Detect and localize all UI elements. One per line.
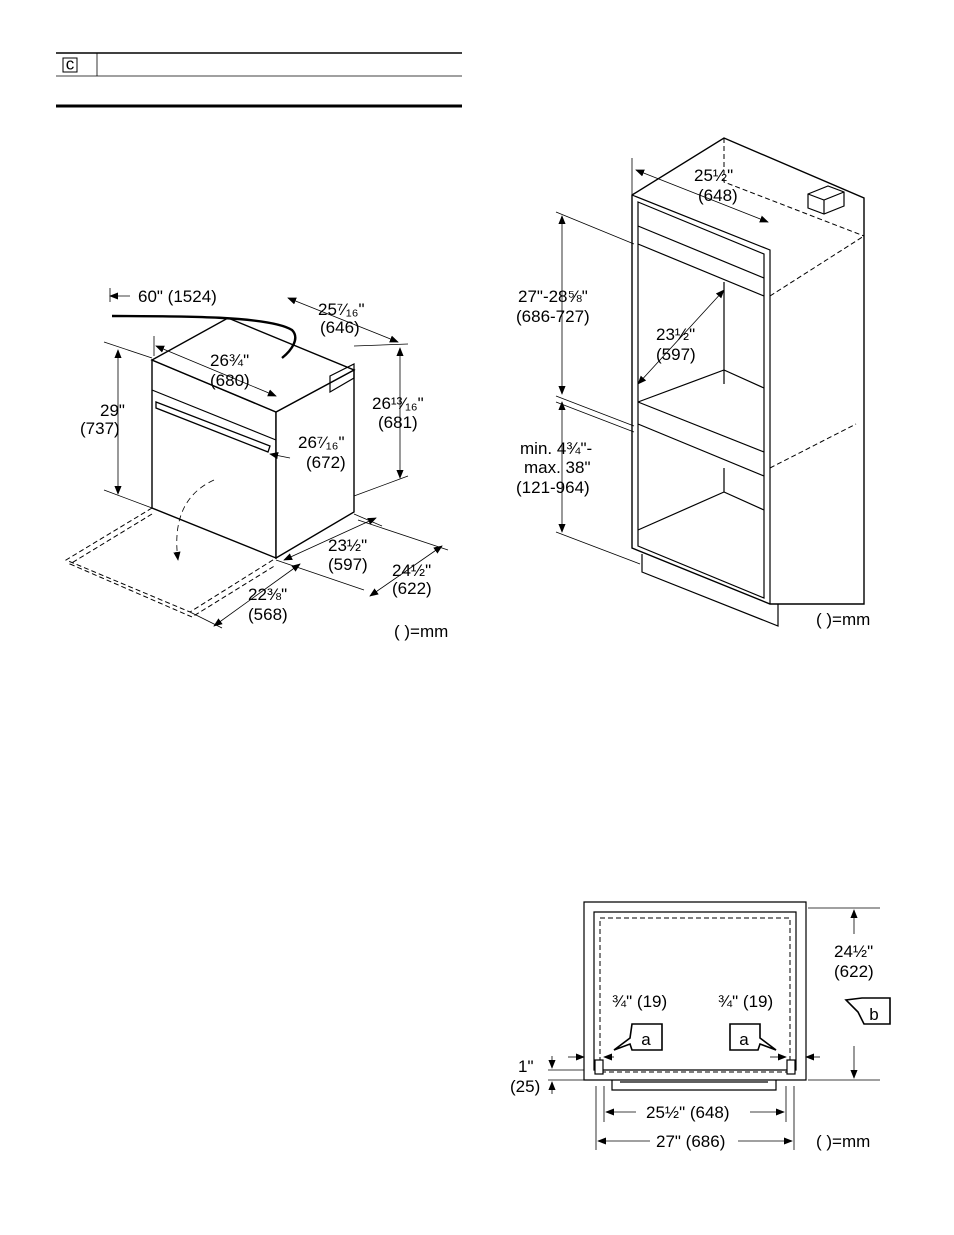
lower-cavity-floor [637,491,765,531]
cabinet-back-edge [769,235,865,297]
callout-a-left-box [613,1023,663,1051]
width-in: 26¾" [210,351,249,370]
base-ext-bottom [555,531,641,565]
door-ext [189,611,223,629]
cabinet-body [631,137,865,605]
side-height-ext-top [353,343,409,347]
cabinet-base [641,554,779,627]
left-spacer [594,1059,604,1075]
cab-depth-dim-line [637,289,725,385]
left-gap-label: ¾" (19) [612,992,667,1011]
cabinet-inner-top [593,911,797,1071]
door-swing-arc [173,479,215,561]
cab-top-in: 25½" [694,166,733,185]
body-width-dim-line [283,517,377,561]
control-panel-line [151,389,277,441]
side-height-in: 26¹³⁄₁₆" [372,394,424,413]
body-width-in: 23½" [328,536,367,555]
cabinet-shelf-back [769,423,857,469]
inner-width-arrow [269,452,291,460]
tv-outer-width: 27" (686) [656,1132,725,1151]
cabinet-front-inner [637,201,765,599]
callout-a-left: a [641,1030,651,1049]
top-view-figure: 24½" (622) b ¾" (19) a ¾" (19) a 1" (25)… [510,901,891,1151]
door-swing-outline-inner [68,513,277,618]
power-cord [111,314,297,359]
cab-top-mm: (648) [698,186,738,205]
cabinet-outline-top [583,901,807,1081]
width-mm: (680) [210,371,250,390]
mounting-bracket [329,363,355,394]
top-depth-mm: (646) [320,318,360,337]
door-dim-line [213,563,301,627]
base-line2: max. 38" [524,458,591,477]
side-height-mm: (681) [378,413,418,432]
body-width-mm: (597) [328,555,368,574]
cabinet-figure: 25½" (648) 27"-28⅝" (686-727) 23½" (597)… [516,137,870,629]
height-ext-bottom [103,489,153,509]
front-mm: (25) [510,1077,540,1096]
fig1-unit-note: ( )=mm [394,622,448,641]
height-mm: (737) [80,419,120,438]
fig2-unit-note: ( )=mm [816,610,870,629]
door-swing-outline [64,507,277,613]
depth-in: 24½" [392,561,431,580]
cord-length-label: 60" (1524) [138,287,217,306]
tv-depth-in: 24½" [834,942,873,961]
oven-handle-top [611,1080,777,1091]
cab-depth-in: 23½" [656,325,695,344]
top-dim-line [635,169,769,223]
height-in: 29" [100,401,125,420]
fig3-unit-note: ( )=mm [816,1132,870,1151]
inner-width-in: 26⁷⁄₁₆" [298,433,345,452]
callout-a-right-box [729,1023,777,1051]
width-dim-line [155,345,277,397]
cavity-shelf-front-top [637,401,765,453]
outlet-box-edges [807,191,845,214]
cab-height-in: 27"-28⅝" [518,287,588,306]
header: c [56,52,462,108]
tv-inner-width: 25½" (648) [646,1103,730,1122]
tv-depth-mm: (622) [834,962,874,981]
base-line1: min. 4¾"- [520,439,592,458]
callout-b: b [869,1005,878,1024]
height-ext-bottom2 [555,395,635,427]
front-in: 1" [518,1057,534,1076]
callout-a-right: a [739,1030,749,1049]
depth-dim-line [369,545,443,597]
height-ext-top [103,341,153,359]
outlet-box [807,185,845,215]
base-mm: (121-964) [516,478,590,497]
header-letter-box [62,57,78,73]
right-gap-label: ¾" (19) [718,992,773,1011]
oven-dimensions-figure: 60" (1524) 25⁷⁄₁₆" (646) 26¾" (680) 29" … [64,287,449,641]
door-in: 22⅜" [248,585,287,604]
depth-ext [357,519,449,551]
top-rail [637,225,765,279]
side-height-ext-bottom [353,475,409,497]
top-depth-dim-line [287,297,399,343]
callout-b-box [844,997,891,1025]
cavity-shelf-front [637,423,765,477]
top-depth-in: 25⁷⁄₁₆" [318,300,365,319]
top-rail-2 [637,243,765,297]
header-letter: c [66,55,75,74]
base-ext-top [555,401,635,433]
depth-mm: (622) [392,579,432,598]
cab-depth-mm: (597) [656,345,696,364]
door-handle [155,401,271,453]
cab-height-mm: (686-727) [516,307,590,326]
door-mm: (568) [248,605,288,624]
height-ext-top2 [555,211,635,245]
inner-width-mm: (672) [306,453,346,472]
right-spacer [786,1059,796,1075]
